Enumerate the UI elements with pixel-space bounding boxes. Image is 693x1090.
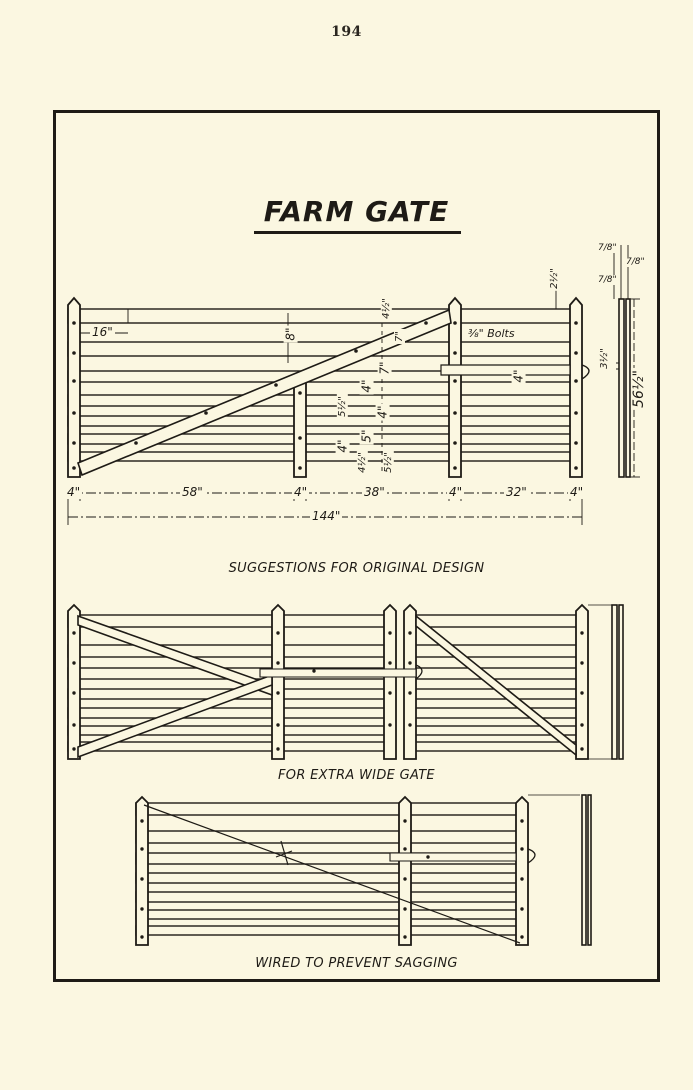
original-gate-drawing: [67, 245, 640, 525]
dim-gap-5: 5": [359, 427, 374, 445]
dim-side-7-8c: 7/8": [596, 275, 619, 285]
dim-gap-5-5: 5½": [336, 394, 348, 419]
dim-gap-4c: 4": [335, 437, 350, 455]
dim-top-4-5: 4½": [380, 296, 392, 321]
dim-post-4d: 4": [568, 485, 586, 499]
dim-side-7-8a: 7/8": [596, 243, 619, 253]
dim-post-4b: 4": [292, 485, 310, 499]
dim-span-58: 58": [180, 485, 205, 499]
farm-gate-plate: FARM GATE 16" 8" 4½" 7" ⅜" Bolts 7" 4" 5…: [53, 110, 660, 982]
plate-title: FARM GATE: [263, 195, 450, 228]
caption-wired-gate: WIRED TO PREVENT SAGGING: [255, 956, 458, 971]
dim-span-32: 32": [504, 485, 529, 499]
dim-gap-7b: 7": [377, 359, 392, 377]
dim-span-38: 38": [362, 485, 387, 499]
dim-post-4c: 4": [447, 485, 465, 499]
dim-gap-4b: 4": [375, 403, 390, 421]
extra-wide-gate-drawing: [67, 603, 624, 760]
wired-gate-drawing: [135, 794, 592, 946]
gate-drawings: [67, 245, 640, 946]
dim-board-16: 16": [90, 325, 115, 339]
dim-height-56-5: 56½": [630, 368, 647, 410]
caption-extra-wide-gate: FOR EXTRA WIDE GATE: [278, 768, 435, 783]
dim-total-144: 144": [310, 509, 343, 523]
dim-gap-4a: 4": [359, 377, 374, 395]
dim-gap-7a: 7": [393, 329, 405, 344]
page-number: 194: [331, 24, 362, 40]
dim-bottom-4-5: 4½": [356, 450, 368, 475]
dim-brace-8: 8": [283, 325, 298, 343]
dim-top-2-5: 2½": [548, 266, 560, 291]
dim-latch-4: 4": [511, 367, 526, 385]
caption-original-design: SUGGESTIONS FOR ORIGINAL DESIGN: [228, 561, 485, 576]
dim-bolts: ⅜" Bolts: [466, 327, 517, 340]
dim-post-4a: 4": [65, 485, 83, 499]
dim-bottom-5-5: 5½": [382, 450, 394, 475]
dim-side-7-8b: 7/8": [624, 257, 647, 267]
dim-latch-3-5: 3½": [598, 346, 610, 371]
title-underline: [254, 231, 461, 234]
